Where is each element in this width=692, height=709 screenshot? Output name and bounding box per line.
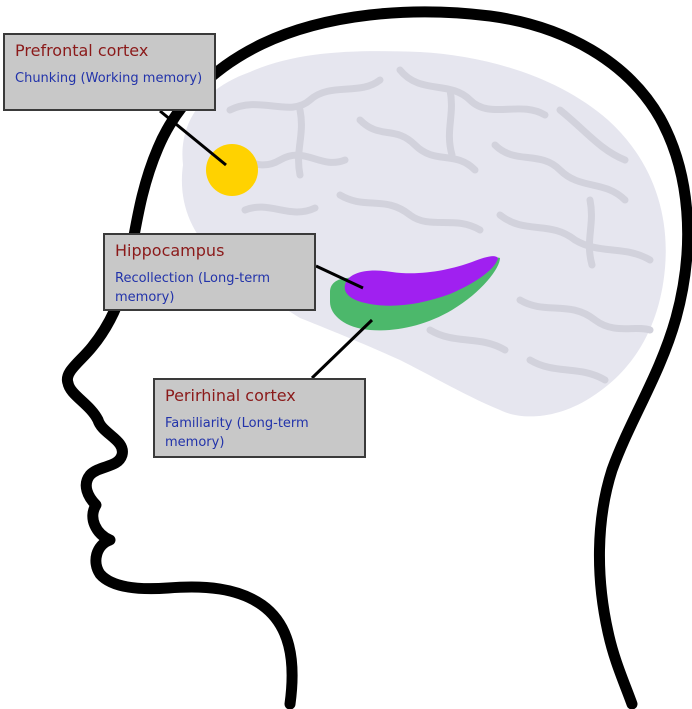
prefrontal-marker: [206, 144, 258, 196]
prefrontal-description: Chunking (Working memory): [15, 71, 203, 86]
hippocampus-description: Recollection (Long-term memory): [115, 271, 271, 305]
perirhinal-callout: Perirhinal cortex Familiarity (Long-term…: [153, 378, 366, 458]
hippocampus-region: [344, 256, 498, 306]
hippocampus-title: Hippocampus: [115, 241, 225, 260]
perirhinal-title: Perirhinal cortex: [165, 386, 296, 405]
prefrontal-leader-line: [159, 109, 227, 167]
prefrontal-callout: Prefrontal cortex Chunking (Working memo…: [3, 33, 216, 111]
perirhinal-description: Familiarity (Long-term memory): [165, 416, 309, 450]
perirhinal-leader-line: [310, 318, 374, 380]
hippocampus-callout: Hippocampus Recollection (Long-term memo…: [103, 233, 316, 311]
prefrontal-title: Prefrontal cortex: [15, 41, 149, 60]
hippocampus-leader-line: [315, 264, 364, 290]
